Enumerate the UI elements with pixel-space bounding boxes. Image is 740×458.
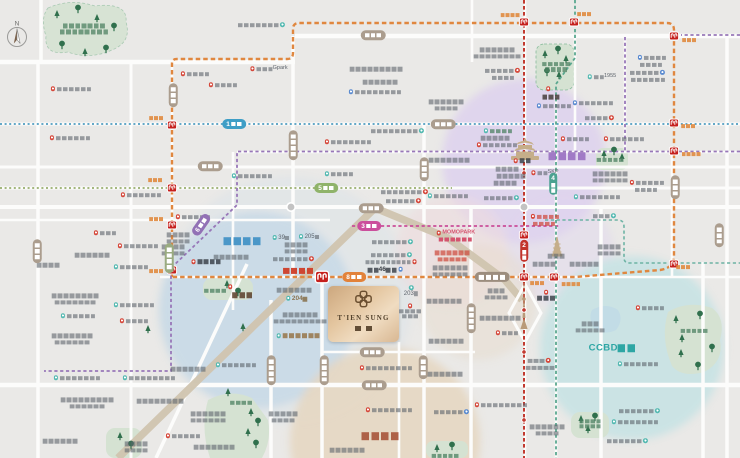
svg-text:N: N [15,21,20,28]
